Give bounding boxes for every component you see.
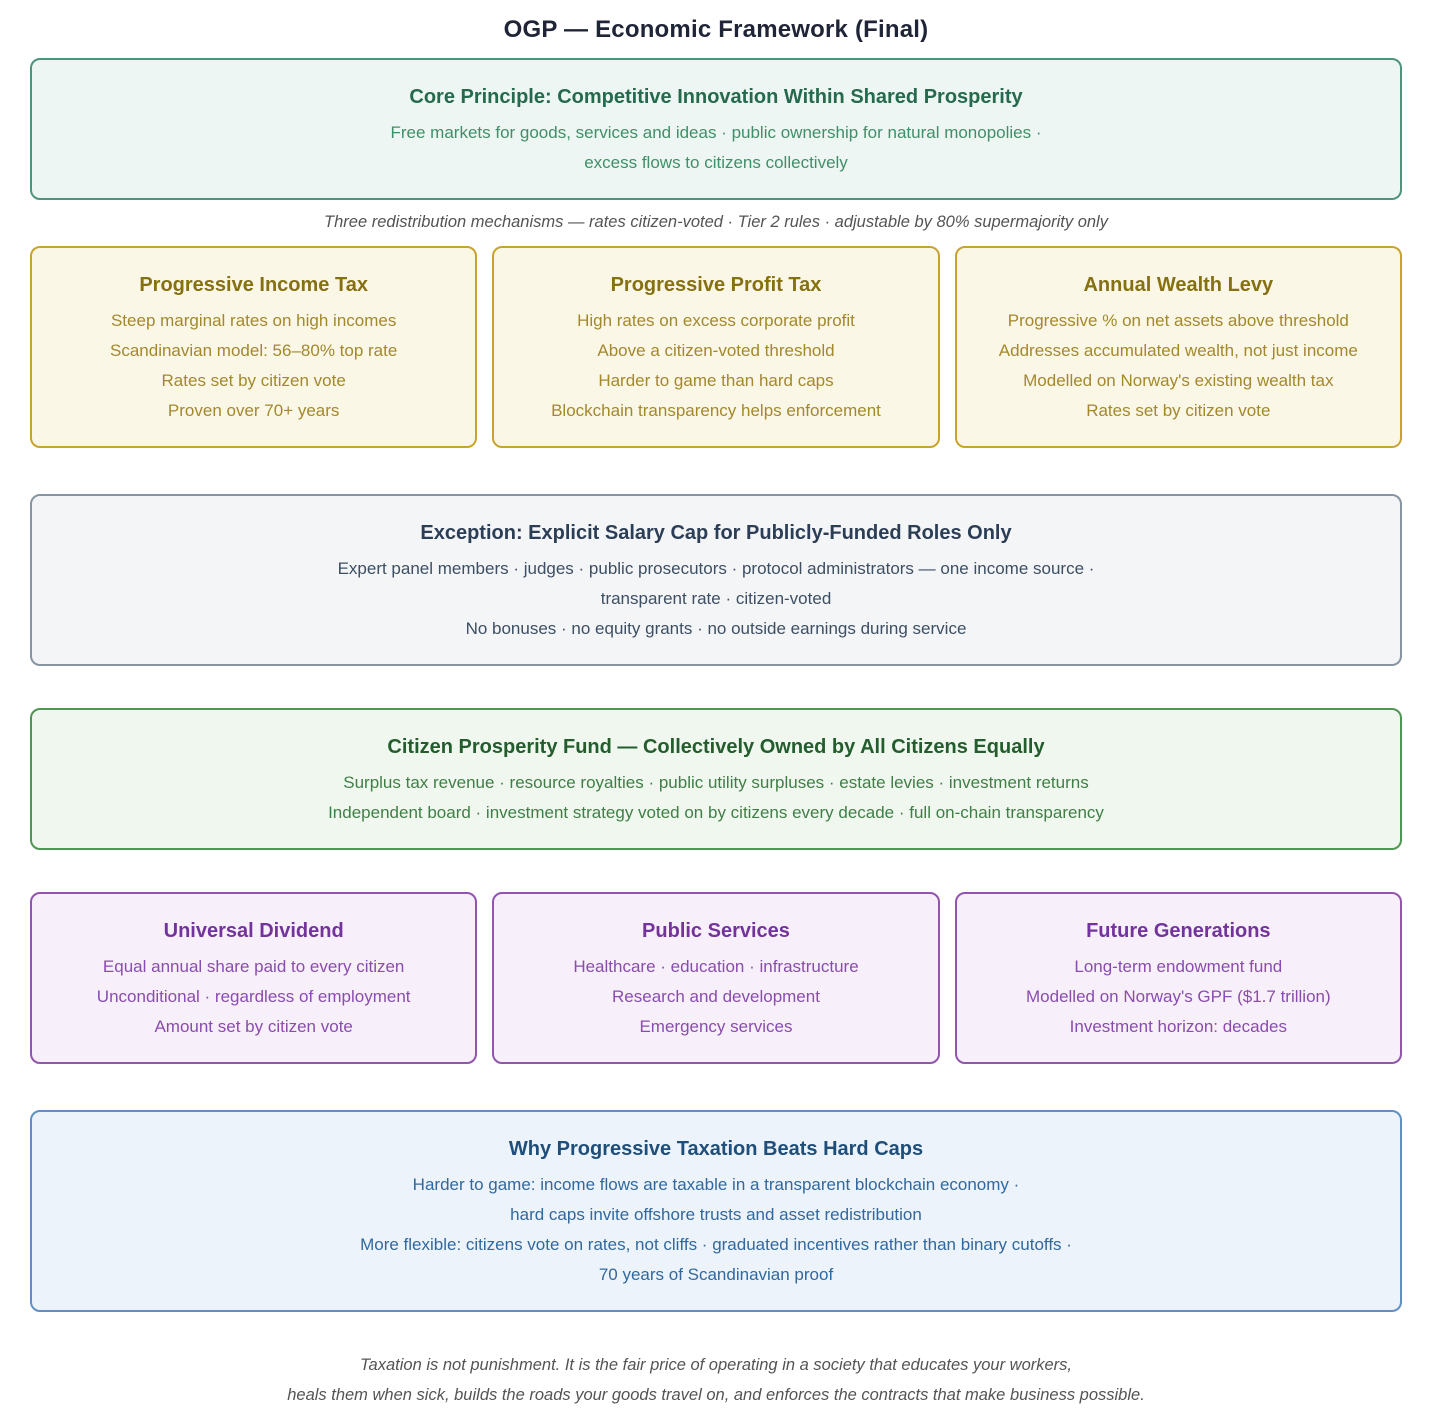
box-line: Steep marginal rates on high incomes (110, 311, 397, 330)
box-line: Research and development (612, 987, 820, 1006)
box-line: High rates on excess corporate profit (577, 311, 855, 330)
annual-wealth-levy-box: Annual Wealth Levy Progressive % on net … (954, 246, 1402, 448)
redistribution-note: Three redistribution mechanisms — rates … (324, 213, 1108, 231)
prosperity-fund-line: Surplus tax revenue · resource royalties… (343, 773, 1089, 792)
box-line: Long-term endowment fund (1074, 957, 1283, 976)
page-title: OGP — Economic Framework (Final) (503, 16, 929, 43)
box-line: Rates set by citizen vote (161, 371, 346, 390)
why-progressive-line: 70 years of Scandinavian proof (598, 1265, 834, 1284)
why-progressive-line: hard caps invite offshore trusts and ass… (510, 1205, 922, 1224)
salary-cap-title: Exception: Explicit Salary Cap for Publi… (420, 522, 1012, 544)
why-progressive-line: Harder to game: income flows are taxable… (412, 1175, 1020, 1194)
box-title: Public Services (642, 920, 790, 942)
citizen-prosperity-fund-box: Citizen Prosperity Fund — Collectively O… (30, 708, 1402, 850)
box-line: Scandinavian model: 56–80% top rate (110, 341, 398, 360)
box-line: Modelled on Norway's existing wealth tax (1023, 371, 1334, 390)
taxation-quote: Taxation is not punishment. It is the fa… (30, 1350, 1402, 1410)
box-title: Future Generations (1086, 920, 1271, 942)
box-line: Harder to game than hard caps (598, 371, 834, 390)
core-principle-line: excess flows to citizens collectively (584, 153, 848, 172)
box-line: Proven over 70+ years (167, 401, 340, 420)
box-line: Equal annual share paid to every citizen (102, 957, 405, 976)
core-principle-line: Free markets for goods, services and ide… (390, 123, 1042, 142)
salary-cap-line: No bonuses · no equity grants · no outsi… (465, 619, 967, 638)
why-progressive-line: More flexible: citizens vote on rates, n… (360, 1235, 1072, 1254)
progressive-profit-tax-box: Progressive Profit Tax High rates on exc… (492, 246, 940, 448)
box-line: Addresses accumulated wealth, not just i… (998, 341, 1358, 360)
box-line: Above a citizen-voted threshold (597, 341, 835, 360)
box-line: Emergency services (639, 1017, 793, 1036)
future-generations-box: Future Generations Long-term endowment f… (954, 892, 1402, 1064)
box-line: Rates set by citizen vote (1086, 401, 1271, 420)
progressive-income-tax-box: Progressive Income Tax Steep marginal ra… (30, 246, 478, 448)
box-line: Unconditional · regardless of employment (96, 987, 411, 1006)
box-title: Progressive Profit Tax (610, 274, 822, 296)
box-title: Progressive Income Tax (139, 274, 368, 296)
taxation-quote-line: heals them when sick, builds the roads y… (287, 1386, 1145, 1404)
box-title: Universal Dividend (163, 920, 344, 942)
salary-cap-line: Expert panel members · judges · public p… (337, 559, 1095, 578)
prosperity-fund-title: Citizen Prosperity Fund — Collectively O… (387, 736, 1045, 758)
core-principle-title: Core Principle: Competitive Innovation W… (409, 86, 1023, 108)
box-line: Modelled on Norway's GPF ($1.7 trillion) (1026, 987, 1331, 1006)
core-principle-box: Core Principle: Competitive Innovation W… (30, 58, 1402, 200)
salary-cap-line: transparent rate · citizen-voted (600, 589, 832, 608)
box-line: Blockchain transparency helps enforcemen… (551, 401, 881, 420)
prosperity-fund-line: Independent board · investment strategy … (328, 803, 1104, 822)
why-progressive-title: Why Progressive Taxation Beats Hard Caps (508, 1138, 924, 1160)
universal-dividend-box: Universal Dividend Equal annual share pa… (30, 892, 478, 1064)
box-line: Progressive % on net assets above thresh… (1007, 311, 1349, 330)
salary-cap-exception-box: Exception: Explicit Salary Cap for Publi… (30, 494, 1402, 666)
fund-allocation-row: Universal Dividend Equal annual share pa… (30, 892, 1402, 1064)
tax-mechanisms-row: Progressive Income Tax Steep marginal ra… (30, 246, 1402, 448)
box-line: Amount set by citizen vote (154, 1017, 353, 1036)
box-title: Annual Wealth Levy (1083, 274, 1274, 296)
why-progressive-taxation-box: Why Progressive Taxation Beats Hard Caps… (30, 1110, 1402, 1312)
public-services-box: Public Services Healthcare · education ·… (492, 892, 940, 1064)
box-line: Investment horizon: decades (1069, 1017, 1287, 1036)
box-line: Healthcare · education · infrastructure (573, 957, 859, 976)
taxation-quote-line: Taxation is not punishment. It is the fa… (359, 1356, 1072, 1374)
